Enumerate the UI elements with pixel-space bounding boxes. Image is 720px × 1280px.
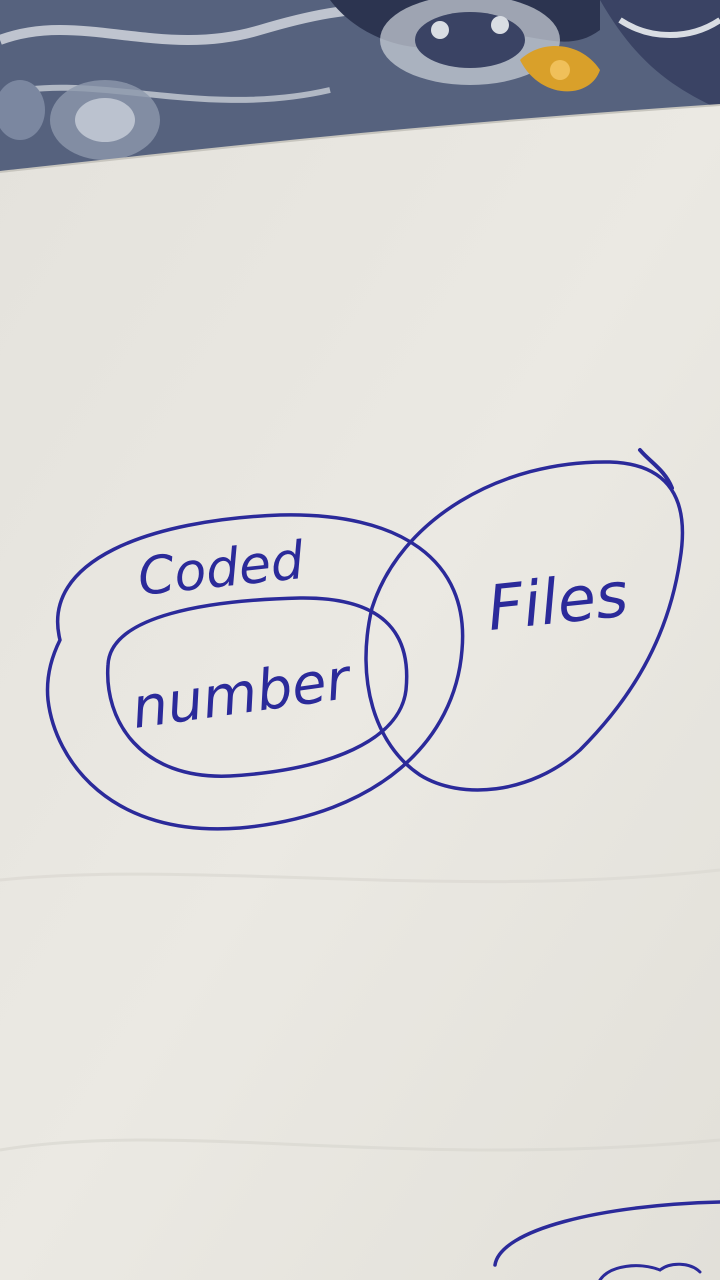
paper-sheet <box>0 104 720 1280</box>
fabric-background <box>0 0 720 260</box>
partial-ink-mark <box>598 1262 702 1280</box>
venn-diagram <box>45 448 685 831</box>
partial-circle <box>493 1200 720 1267</box>
coded-circle <box>45 513 465 831</box>
files-circle <box>364 460 685 792</box>
files-label: Files <box>484 558 631 645</box>
number-circle <box>105 596 409 778</box>
